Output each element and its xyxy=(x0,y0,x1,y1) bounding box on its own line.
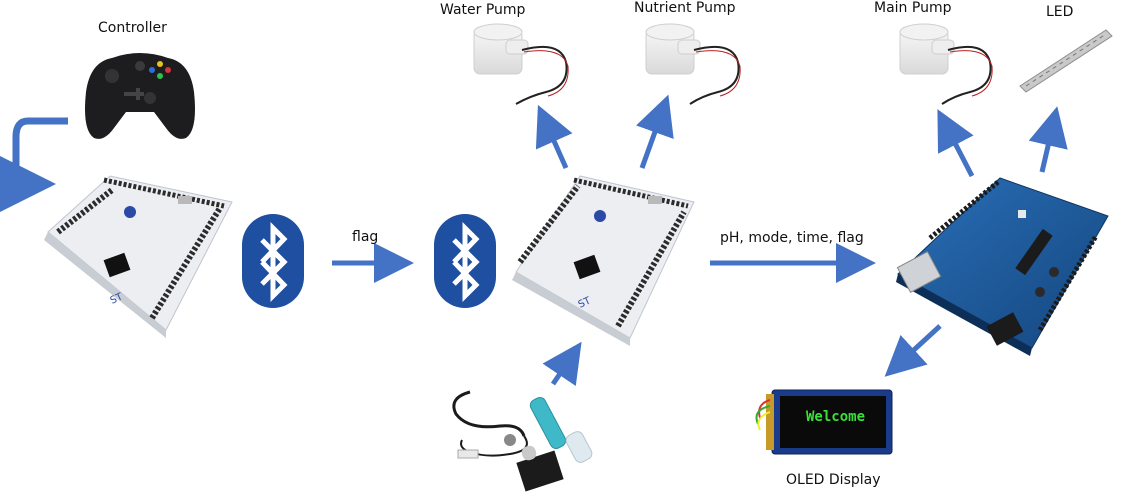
water-pump-arrow xyxy=(535,104,573,170)
ph-sensor-arrow xyxy=(542,341,582,387)
nucleo-board-left: ST xyxy=(44,175,233,338)
pump-icon xyxy=(473,23,569,105)
oled-arrow xyxy=(884,324,942,377)
flag-label: flag xyxy=(352,229,379,245)
svg-text:ST: ST xyxy=(109,291,126,307)
controller-link-arrow xyxy=(0,117,68,212)
bluetooth-icon xyxy=(242,214,304,308)
pump-icon xyxy=(645,23,741,105)
oled-screen-text: Welcome xyxy=(806,409,866,425)
data-link-label: pH, mode, time, flag xyxy=(720,230,864,246)
pump-icon xyxy=(899,23,993,105)
main-pump-arrow xyxy=(937,109,975,178)
main-pump-label: Main Pump xyxy=(874,0,952,16)
svg-text:ST: ST xyxy=(577,295,594,311)
led-arrow xyxy=(1028,106,1068,173)
oled-display xyxy=(755,389,893,455)
oled-display-label: OLED Display xyxy=(786,472,881,488)
led-strip-icon xyxy=(1019,29,1113,93)
gamepad-icon xyxy=(85,53,195,139)
arduino-board xyxy=(896,177,1109,356)
nucleo-board-middle: ST xyxy=(512,175,695,346)
led-label: LED xyxy=(1046,4,1074,20)
water-pump-label: Water Pump xyxy=(440,2,526,18)
nutrient-pump-arrow xyxy=(636,94,674,169)
nutrient-pump-label: Nutrient Pump xyxy=(634,0,736,16)
controller-label: Controller xyxy=(98,20,167,36)
bluetooth-icon xyxy=(434,214,496,308)
ph-sensor-icon xyxy=(452,390,593,492)
